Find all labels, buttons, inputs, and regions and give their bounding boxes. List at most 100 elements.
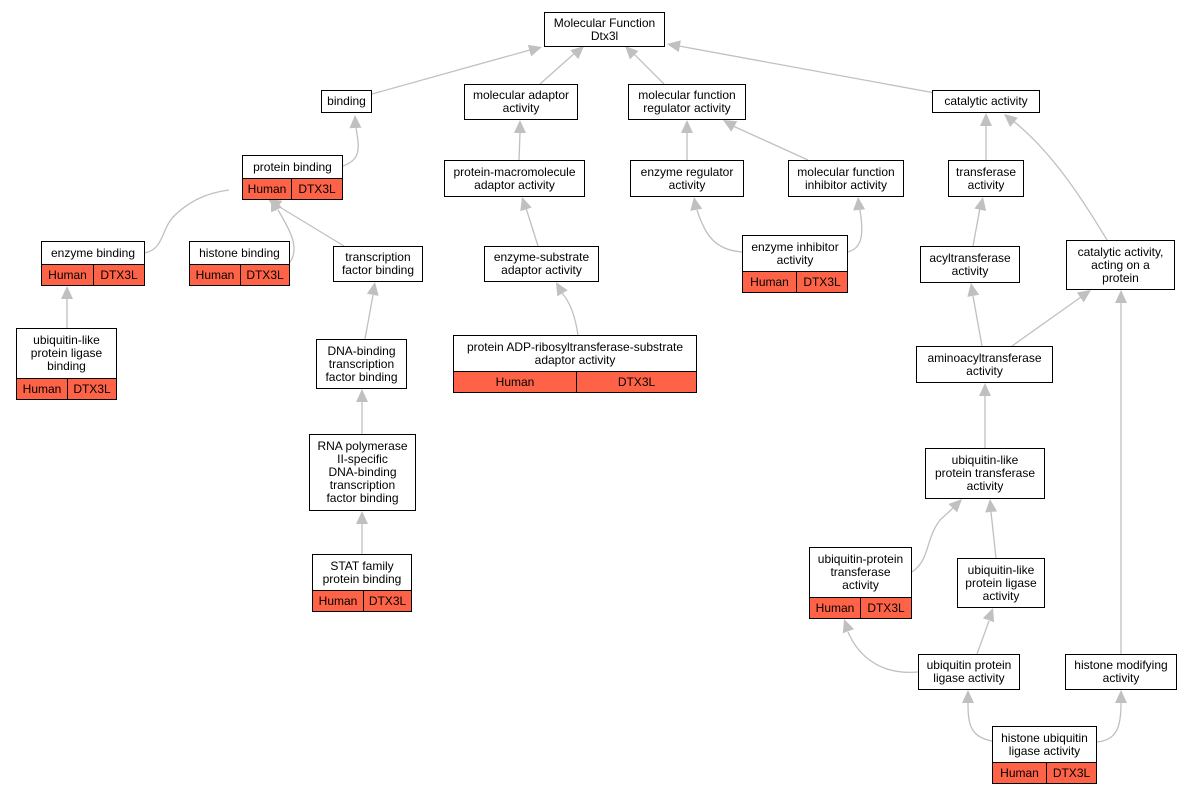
edge-histone-ub-ligase-to-histone-modifying xyxy=(1096,702,1122,743)
annotation-row: Human DTX3L xyxy=(42,264,144,285)
node-label: molecular function inhibitor activity xyxy=(797,164,895,192)
node-catalytic-activity-acting-on-a-protein[interactable]: catalytic activity, acting on a protein xyxy=(1066,240,1175,290)
species-label: Human xyxy=(195,268,235,282)
node-histone-ubiquitin-ligase-activity[interactable]: histone ubiquitin ligase activity Human … xyxy=(992,726,1097,784)
node-ubiquitin-protein-ligase-activity[interactable]: ubiquitin protein ligase activity xyxy=(918,654,1020,690)
arrowhead xyxy=(366,282,379,296)
edge-binding-to-root xyxy=(371,49,531,95)
edge-protein-binding-to-binding xyxy=(342,127,359,167)
node-label: protein ADP-ribosyltransferase-substrate… xyxy=(466,339,684,367)
node-ubiquitin-like-protein-ligase-binding[interactable]: ubiquitin-like protein ligase binding Hu… xyxy=(16,328,117,400)
node-enzyme-binding[interactable]: enzyme binding Human DTX3L xyxy=(41,241,145,286)
node-ubiquitin-like-protein-ligase-activity[interactable]: ubiquitin-like protein ligase activity xyxy=(957,558,1045,608)
arrowhead xyxy=(1004,114,1018,127)
edge-catalytic-to-root xyxy=(678,45,936,94)
node-stat-family-protein-binding[interactable]: STAT family protein binding Human DTX3L xyxy=(312,554,412,612)
species-label: Human xyxy=(318,594,358,608)
arrowhead xyxy=(61,286,73,299)
edge-ub-transferase-to-ubl-transferase xyxy=(911,507,954,573)
edge-ub-ligase-to-ub-transferase xyxy=(847,631,919,674)
edge-aminoacyl-to-acyltransferase xyxy=(972,295,983,347)
annotation-row: Human DTX3L xyxy=(993,762,1096,783)
node-transferase-activity[interactable]: transferase activity xyxy=(948,160,1024,197)
node-label: protein binding xyxy=(253,159,332,174)
node-label: enzyme-substrate adaptor activity xyxy=(493,250,590,277)
arrowhead xyxy=(967,283,980,297)
node-label: ubiquitin protein ligase activity xyxy=(926,658,1012,685)
arrowhead xyxy=(980,113,992,126)
gene-label: DTX3L xyxy=(363,591,411,611)
gene-label: DTX3L xyxy=(93,265,144,285)
species-label: Human xyxy=(750,275,789,289)
node-ubiquitin-protein-transferase-activity[interactable]: ubiquitin-protein transferase activity H… xyxy=(809,547,912,619)
node-aminoacyltransferase-activity[interactable]: aminoacyltransferase activity xyxy=(916,346,1053,383)
node-label: molecular adaptor activity xyxy=(472,88,570,115)
species-label: Human xyxy=(1000,766,1039,780)
node-binding[interactable]: binding xyxy=(321,90,372,113)
annotation-row: Human DTX3L xyxy=(743,271,847,292)
gene-label: DTX3L xyxy=(291,179,342,199)
node-histone-binding[interactable]: histone binding Human DTX3L xyxy=(189,241,290,286)
node-label: protein-macromolecule adaptor activity xyxy=(453,164,576,192)
node-histone-modifying-activity[interactable]: histone modifying activity xyxy=(1065,654,1177,690)
edge-enzyme-inhibitor-to-enzyme-regulator xyxy=(696,209,743,253)
node-enzyme-substrate-adaptor-activity[interactable]: enzyme-substrate adaptor activity xyxy=(484,246,599,282)
edge-enz-sub-adaptor-to-prot-macro-adaptor xyxy=(525,207,539,247)
node-label: catalytic activity, acting on a protein xyxy=(1077,244,1164,285)
node-label: aminoacyltransferase activity xyxy=(927,350,1042,378)
node-acyltransferase-activity[interactable]: acyltransferase activity xyxy=(920,246,1020,283)
gene-label: DTX3L xyxy=(796,272,847,292)
node-label: transcription factor binding xyxy=(341,250,415,277)
node-molecular-function-inhibitor-activity[interactable]: molecular function inhibitor activity xyxy=(788,160,904,197)
node-catalytic-activity[interactable]: catalytic activity xyxy=(932,90,1040,113)
node-rna-polymerase-ii-specific-dna-binding-tf-binding[interactable]: RNA polymerase II-specific DNA-binding t… xyxy=(309,434,416,511)
arrowhead xyxy=(979,383,991,396)
node-transcription-factor-binding[interactable]: transcription factor binding xyxy=(333,246,423,282)
gene-label: DTX3L xyxy=(1046,763,1096,783)
species-label: Human xyxy=(247,182,287,196)
arrowhead xyxy=(1076,290,1091,303)
annotation-row: Human DTX3L xyxy=(313,590,411,611)
node-label: RNA polymerase II-specific DNA-binding t… xyxy=(317,439,408,505)
node-enzyme-inhibitor-activity[interactable]: enzyme inhibitor activity Human DTX3L xyxy=(742,235,848,293)
node-label: Molecular Function Dtx3l xyxy=(553,15,656,43)
annotation-row: Human DTX3L xyxy=(243,178,342,199)
arrowhead xyxy=(853,197,866,211)
node-ubiquitin-like-protein-transferase-activity[interactable]: ubiquitin-like protein transferase activ… xyxy=(925,448,1045,499)
annotation-row: Human DTX3L xyxy=(190,264,289,285)
edge-mf-inhibitor-to-mf-regulator xyxy=(732,125,809,161)
node-label: ubiquitin-protein transferase activity xyxy=(817,552,904,592)
annotation-row: Human DTX3L xyxy=(454,371,696,392)
edge-enzyme-inhibitor-to-mf-inhibitor xyxy=(847,209,863,253)
arrowhead xyxy=(356,389,368,402)
node-label: histone binding xyxy=(199,245,280,260)
node-label: enzyme inhibitor activity xyxy=(751,239,839,267)
arrowhead xyxy=(681,120,693,133)
node-protein-macromolecule-adaptor-activity[interactable]: protein-macromolecule adaptor activity xyxy=(444,160,585,197)
arrowhead xyxy=(514,120,526,133)
arrowhead xyxy=(690,197,703,211)
arrowhead xyxy=(667,40,681,53)
node-label: ubiquitin-like protein ligase binding xyxy=(30,333,103,373)
arrowhead xyxy=(1115,290,1127,303)
arrowhead xyxy=(570,46,584,60)
gene-label: DTX3L xyxy=(67,379,116,399)
node-protein-adp-ribosyltransferase-substrate-adaptor-activity[interactable]: protein ADP-ribosyltransferase-substrate… xyxy=(453,335,697,393)
node-enzyme-regulator-activity[interactable]: enzyme regulator activity xyxy=(630,160,744,197)
node-molecular-function-regulator-activity[interactable]: molecular function regulator activity xyxy=(628,84,746,120)
annotation-row: Human DTX3L xyxy=(810,597,911,618)
edge-ub-ligase-to-ubl-ligase xyxy=(976,620,990,655)
node-molecular-function[interactable]: Molecular Function Dtx3l xyxy=(544,12,665,47)
node-molecular-adaptor-activity[interactable]: molecular adaptor activity xyxy=(464,84,578,120)
node-dna-binding-transcription-factor-binding[interactable]: DNA-binding transcription factor binding xyxy=(316,339,407,389)
node-protein-binding[interactable]: protein binding Human DTX3L xyxy=(242,155,343,200)
arrowhead xyxy=(356,511,368,524)
species-label: Human xyxy=(495,375,535,389)
node-label: transferase activity xyxy=(955,164,1017,192)
edge-ubl-ligase-to-ubl-transferase xyxy=(990,511,997,559)
edge-enzyme-binding-to-protein-binding xyxy=(144,189,230,254)
gene-label: DTX3L xyxy=(860,598,911,618)
edge-cat-on-protein-to-catalytic xyxy=(1011,119,1108,241)
arrowhead xyxy=(948,499,962,513)
